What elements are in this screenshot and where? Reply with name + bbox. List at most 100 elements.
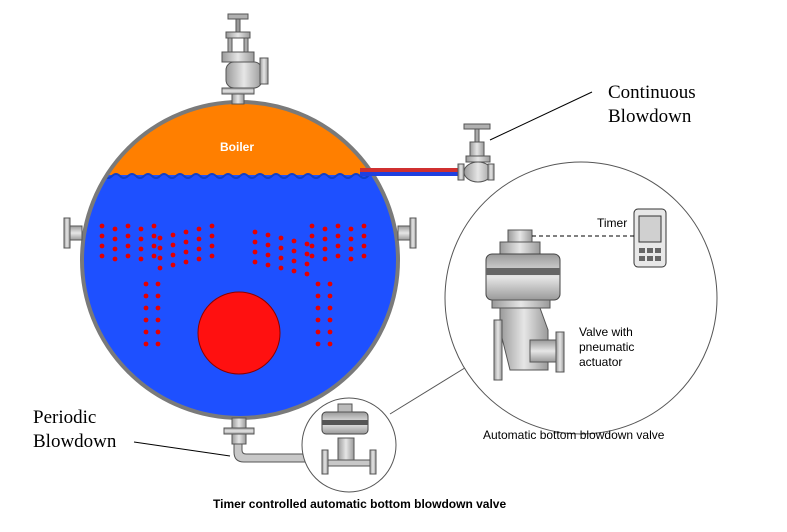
steam-bubble — [265, 242, 271, 248]
steam-bubble — [291, 238, 297, 244]
continuous-blowdown-leader — [489, 91, 593, 141]
steam-bubble — [183, 259, 189, 265]
continuous-blowdown-label: Continuous Blowdown — [608, 82, 696, 127]
steam-bubble — [348, 226, 354, 232]
steam-bubble — [138, 226, 144, 232]
steam-bubble — [315, 293, 321, 299]
steam-bubble — [361, 223, 367, 229]
steam-bubble — [170, 252, 176, 258]
steam-bubble — [335, 253, 341, 259]
steam-bubble — [315, 341, 321, 347]
steam-bubble — [170, 242, 176, 248]
steam-bubble — [361, 253, 367, 259]
steam-bubble — [99, 223, 105, 229]
steam-bubble — [151, 243, 157, 249]
inset-caption: Automatic bottom blowdown valve — [483, 428, 665, 442]
steam-bubble — [183, 249, 189, 255]
steam-bubble — [304, 241, 310, 247]
steam-bubble — [327, 305, 333, 311]
steam-bubble — [155, 305, 161, 311]
steam-bubble — [278, 265, 284, 271]
steam-bubble — [309, 223, 315, 229]
steam-bubble — [112, 256, 118, 262]
steam-space — [82, 102, 398, 176]
steam-bubble — [196, 256, 202, 262]
main-caption: Timer controlled automatic bottom blowdo… — [213, 497, 507, 511]
steam-bubble — [309, 233, 315, 239]
boiler-label: Boiler — [220, 140, 254, 154]
steam-bubble — [155, 281, 161, 287]
steam-bubble — [315, 305, 321, 311]
inset-detail-small — [301, 397, 397, 493]
steam-bubble — [309, 253, 315, 259]
steam-bubble — [196, 246, 202, 252]
steam-bubble — [327, 281, 333, 287]
steam-bubble — [304, 271, 310, 277]
steam-bubble — [143, 341, 149, 347]
periodic-blowdown-leader — [133, 441, 231, 457]
steam-bubble — [155, 293, 161, 299]
steam-bubble — [291, 268, 297, 274]
steam-bubble — [278, 235, 284, 241]
steam-bubble — [157, 245, 163, 251]
steam-bubble — [265, 262, 271, 268]
steam-bubble — [125, 223, 131, 229]
steam-bubble — [252, 249, 258, 255]
steam-bubble — [143, 317, 149, 323]
boiler-vessel: Boiler — [80, 100, 400, 420]
steam-bubble — [112, 226, 118, 232]
steam-bubble — [252, 259, 258, 265]
steam-bubble — [252, 229, 258, 235]
steam-bubble — [278, 255, 284, 261]
steam-bubble — [125, 233, 131, 239]
steam-bubble — [99, 253, 105, 259]
steam-bubble — [125, 243, 131, 249]
inset-connector — [389, 365, 469, 415]
steam-bubble — [157, 265, 163, 271]
steam-bubble — [157, 235, 163, 241]
steam-bubble — [112, 236, 118, 242]
steam-bubble — [143, 293, 149, 299]
steam-bubble — [99, 243, 105, 249]
steam-bubble — [99, 233, 105, 239]
steam-bubble — [196, 236, 202, 242]
steam-bubble — [348, 236, 354, 242]
left-nozzle — [63, 217, 83, 249]
steam-bubble — [322, 256, 328, 262]
steam-bubble — [151, 233, 157, 239]
steam-bubble — [265, 232, 271, 238]
steam-bubble — [348, 256, 354, 262]
steam-bubble — [157, 255, 163, 261]
right-nozzle — [397, 217, 417, 249]
steam-bubble — [304, 251, 310, 257]
steam-bubble — [335, 243, 341, 249]
timer-label: Timer — [597, 216, 628, 230]
steam-bubble — [291, 258, 297, 264]
steam-bubble — [209, 233, 215, 239]
periodic-blowdown-label: Periodic Blowdown — [33, 407, 117, 452]
steam-bubble — [112, 246, 118, 252]
steam-bubble — [322, 236, 328, 242]
steam-bubble — [327, 293, 333, 299]
furnace-tube — [197, 291, 281, 375]
steam-bubble — [143, 281, 149, 287]
steam-bubble — [155, 329, 161, 335]
main-steam-valve — [221, 13, 269, 105]
steam-bubble — [327, 329, 333, 335]
steam-bubble — [170, 262, 176, 268]
steam-bubble — [304, 261, 310, 267]
inset-detail-large — [444, 161, 718, 435]
steam-bubble — [138, 246, 144, 252]
steam-bubble — [155, 317, 161, 323]
steam-bubble — [151, 253, 157, 259]
steam-bubble — [315, 317, 321, 323]
steam-bubble — [252, 239, 258, 245]
steam-bubble — [170, 232, 176, 238]
steam-bubble — [322, 246, 328, 252]
continuous-blowdown-pipe — [360, 168, 460, 176]
steam-bubbles — [99, 223, 367, 347]
continuous-blowdown-valve — [457, 123, 495, 183]
steam-bubble — [125, 253, 131, 259]
water-surface — [82, 173, 398, 179]
steam-bubble — [183, 229, 189, 235]
